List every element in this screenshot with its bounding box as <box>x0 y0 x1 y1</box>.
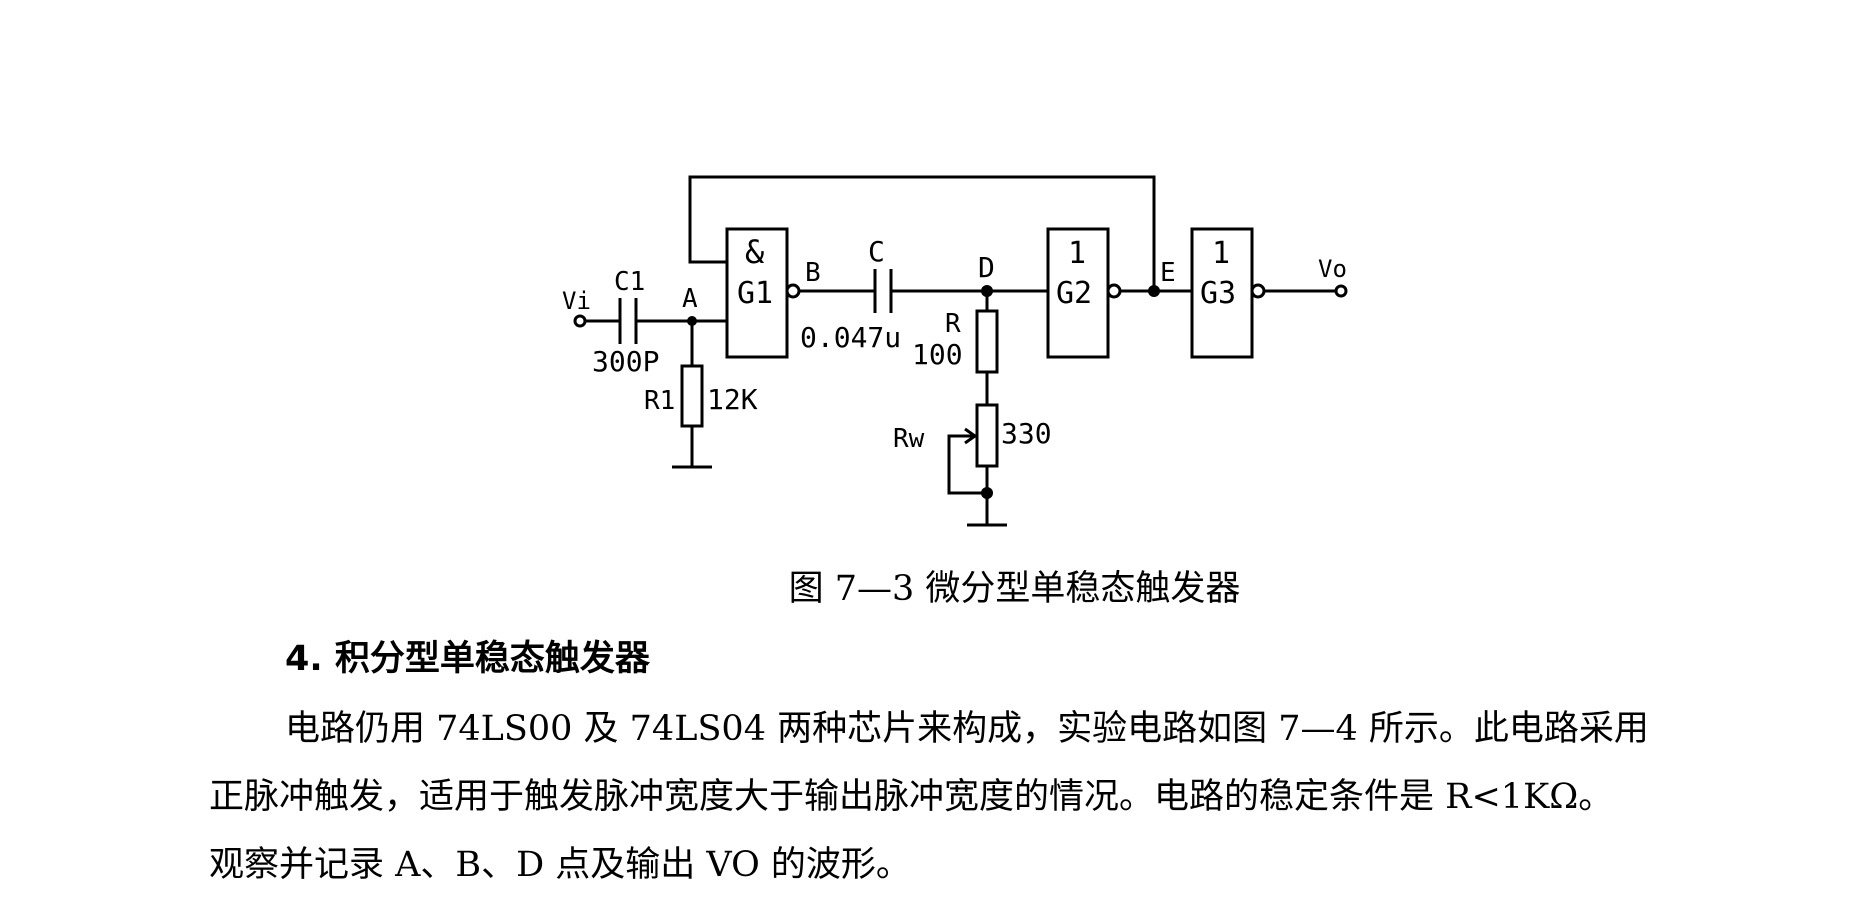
vi-terminal <box>573 314 587 328</box>
label-node-e: E <box>1160 258 1176 288</box>
node-a-junction <box>687 316 697 326</box>
label-c1-value: 300P <box>592 345 659 378</box>
label-g3-one: 1 <box>1212 236 1230 271</box>
label-r1: R1 <box>644 386 675 416</box>
paragraph-line-1: 电路仍用 74LS00 及 74LS04 两种芯片来构成，实验电路如图 7—4 … <box>285 709 1649 749</box>
rw-potentiometer <box>975 403 999 468</box>
paragraph-line-2: 正脉冲触发，适用于触发脉冲宽度大于输出脉冲宽度的情况。电路的稳定条件是 R<1K… <box>209 777 1614 817</box>
feedback-wire <box>688 175 1156 291</box>
label-node-b: B <box>805 258 821 288</box>
g2-inverter-bubble <box>1106 283 1122 299</box>
r-resistor <box>975 309 999 374</box>
label-cap-c: C <box>868 235 885 268</box>
g3-inverter-bubble <box>1250 283 1266 299</box>
label-r: R <box>945 309 961 339</box>
label-rw-value: 330 <box>1001 417 1052 450</box>
label-node-a: A <box>682 284 698 314</box>
vo-terminal <box>1334 284 1348 298</box>
rw-wiper-arrow <box>964 427 978 445</box>
label-r-value: 100 <box>912 338 963 371</box>
label-r1-value: 12K <box>707 383 758 416</box>
label-g1: G1 <box>737 276 773 311</box>
label-c1: C1 <box>614 267 645 297</box>
paragraph-line-3: 观察并记录 A、B、D 点及输出 VO 的波形。 <box>209 845 911 885</box>
rw-junction <box>981 487 993 499</box>
label-g2-one: 1 <box>1068 236 1086 271</box>
label-node-d: D <box>978 251 995 284</box>
figure-caption: 图 7—3 微分型单稳态触发器 <box>788 569 1241 609</box>
label-rw: Rw <box>893 424 925 454</box>
g1-inverter-bubble <box>785 283 801 299</box>
label-g1-and: & <box>745 233 765 271</box>
rw-wiper <box>947 434 987 495</box>
section-heading: 4. 积分型单稳态触发器 <box>285 639 650 679</box>
label-cap-c-value: 0.047u <box>800 321 901 354</box>
circuit-diagram: Vi C1 300P A R1 12K & G1 B C 0.047u D R … <box>562 175 1348 527</box>
label-vo: Vo <box>1318 255 1347 283</box>
label-vi: Vi <box>562 287 591 315</box>
r1-resistor <box>680 364 704 428</box>
label-g2: G2 <box>1056 276 1092 311</box>
label-g3: G3 <box>1200 276 1236 311</box>
node-e-junction <box>1148 285 1160 297</box>
node-d-junction <box>981 285 993 297</box>
